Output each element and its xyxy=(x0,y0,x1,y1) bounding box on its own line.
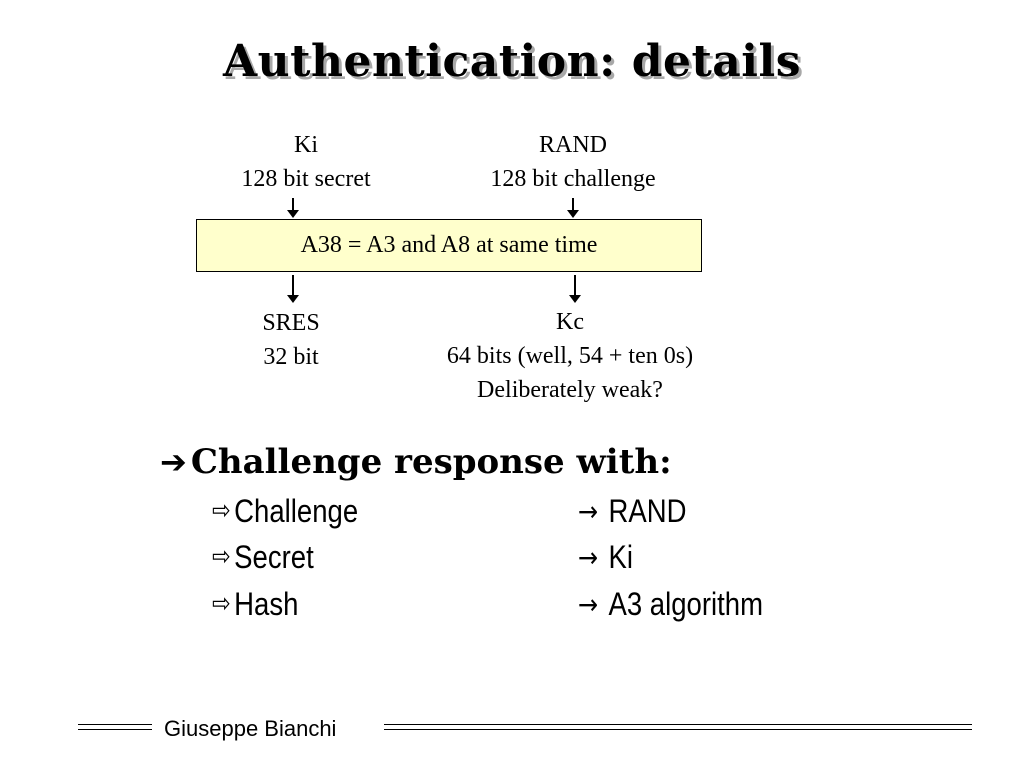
slide-title: Authentication: details xyxy=(223,36,801,87)
a38-box-label: A38 = A3 and A8 at same time xyxy=(300,232,598,258)
input-ki-name: Ki xyxy=(294,132,318,158)
sub-bullet-value: → RAND xyxy=(578,488,686,534)
arrow-right-bold-icon: ➔ xyxy=(160,443,187,481)
sub-bullet-term: ⇨ Hash xyxy=(212,581,298,627)
a38-diagram: Ki 128 bit secret RAND 128 bit challenge… xyxy=(196,128,740,407)
sub-bullet-value-text: RAND xyxy=(608,492,687,529)
input-rand-name: RAND xyxy=(538,132,607,158)
output-kc: Kc 64 bits (well, 54 + ten 0s) Deliberat… xyxy=(400,305,740,407)
sub-bullet-value: → A3 algorithm xyxy=(578,581,763,627)
arrow-down-icon xyxy=(567,198,579,218)
input-rand: RAND 128 bit challenge xyxy=(453,128,693,196)
sub-bullet-term-text: Hash xyxy=(234,585,299,622)
arrow-right-icon: → xyxy=(578,494,599,528)
outline-arrow-right-icon: ⇨ xyxy=(212,589,231,619)
arrow-down-icon xyxy=(569,275,581,303)
sub-bullet-value-text: A3 algorithm xyxy=(608,585,763,622)
sub-bullet-term: ⇨ Secret xyxy=(212,534,314,580)
output-sres-name: SRES xyxy=(262,310,320,336)
arrow-down-icon xyxy=(287,198,299,218)
output-kc-note: Deliberately weak? xyxy=(477,377,663,403)
footer-author: Giuseppe Bianchi xyxy=(164,716,337,741)
outline-arrow-right-icon: ⇨ xyxy=(212,542,231,572)
a38-box: A38 = A3 and A8 at same time xyxy=(196,219,702,272)
sub-bullet-term-text: Challenge xyxy=(234,492,359,529)
output-sres: SRES 32 bit xyxy=(216,306,366,374)
input-ki: Ki 128 bit secret xyxy=(206,128,406,196)
main-bullet-text: Challenge response with: xyxy=(190,442,672,482)
output-kc-name: Kc xyxy=(556,309,584,335)
main-bullet: ➔ Challenge response with: xyxy=(160,438,672,486)
footer-rule-right xyxy=(384,724,972,730)
arrow-right-icon: → xyxy=(578,540,599,574)
sub-bullet-value: → Ki xyxy=(578,534,633,580)
sub-bullet-value-text: Ki xyxy=(608,538,633,575)
arrow-down-icon xyxy=(287,275,299,303)
output-sres-desc: 32 bit xyxy=(263,344,319,370)
sub-bullet-term-text: Secret xyxy=(234,538,314,575)
outline-arrow-right-icon: ⇨ xyxy=(212,496,231,526)
footer-rule-left xyxy=(78,724,152,730)
arrow-right-icon: → xyxy=(578,587,599,621)
sub-bullet-term: ⇨ Challenge xyxy=(212,488,358,534)
input-rand-desc: 128 bit challenge xyxy=(490,166,656,192)
input-ki-desc: 128 bit secret xyxy=(241,166,371,192)
output-kc-desc: 64 bits (well, 54 + ten 0s) xyxy=(446,343,694,369)
bullet-list: ➔ Challenge response with: xyxy=(160,438,672,486)
